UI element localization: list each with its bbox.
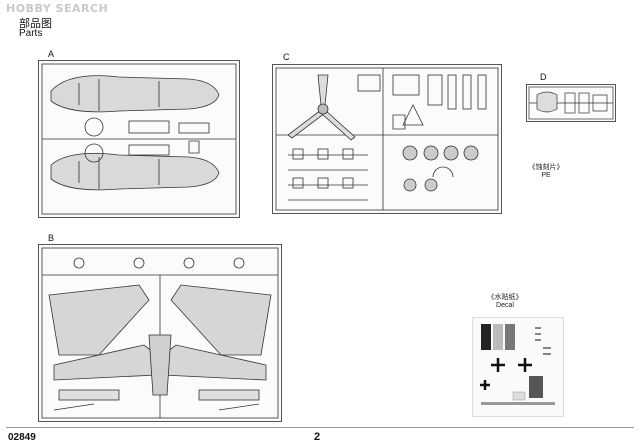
sprue-b-frame [38,244,282,422]
sprue-d-frame [526,84,616,122]
product-code: 02849 [8,432,36,443]
photo-etch-label: 《蚀刻片》 PE [523,162,569,179]
sprue-b-drawing [41,247,279,419]
parts-title-cn: 部品图 [19,17,52,30]
decal-label-en: Decal [496,302,514,309]
sprue-c-label: C [283,52,290,62]
sprue-a-drawing [41,63,237,215]
decal-sheet-drawing [480,324,555,405]
page-number: 2 [314,431,321,443]
watermark: HOBBY SEARCH [6,2,109,15]
decal-sheet [472,317,564,417]
photo-etch-label-en: PE [541,172,551,179]
sprue-d-label: D [540,72,547,82]
sprue-a-frame [38,60,240,218]
sprue-d-drawing [528,86,614,120]
sprue-a-label: A [48,49,55,59]
sprue-c-drawing [275,67,499,211]
sprue-b-label: B [48,233,55,243]
photo-etch-label-cn: 《蚀刻片》 [528,163,564,171]
parts-title-en: Parts [19,28,43,39]
sprue-c-frame [272,64,502,214]
footer-divider [6,427,634,428]
decal-label-cn: 《水贴纸》 [487,293,523,301]
decal-label: 《水贴纸》 Decal [470,292,540,309]
